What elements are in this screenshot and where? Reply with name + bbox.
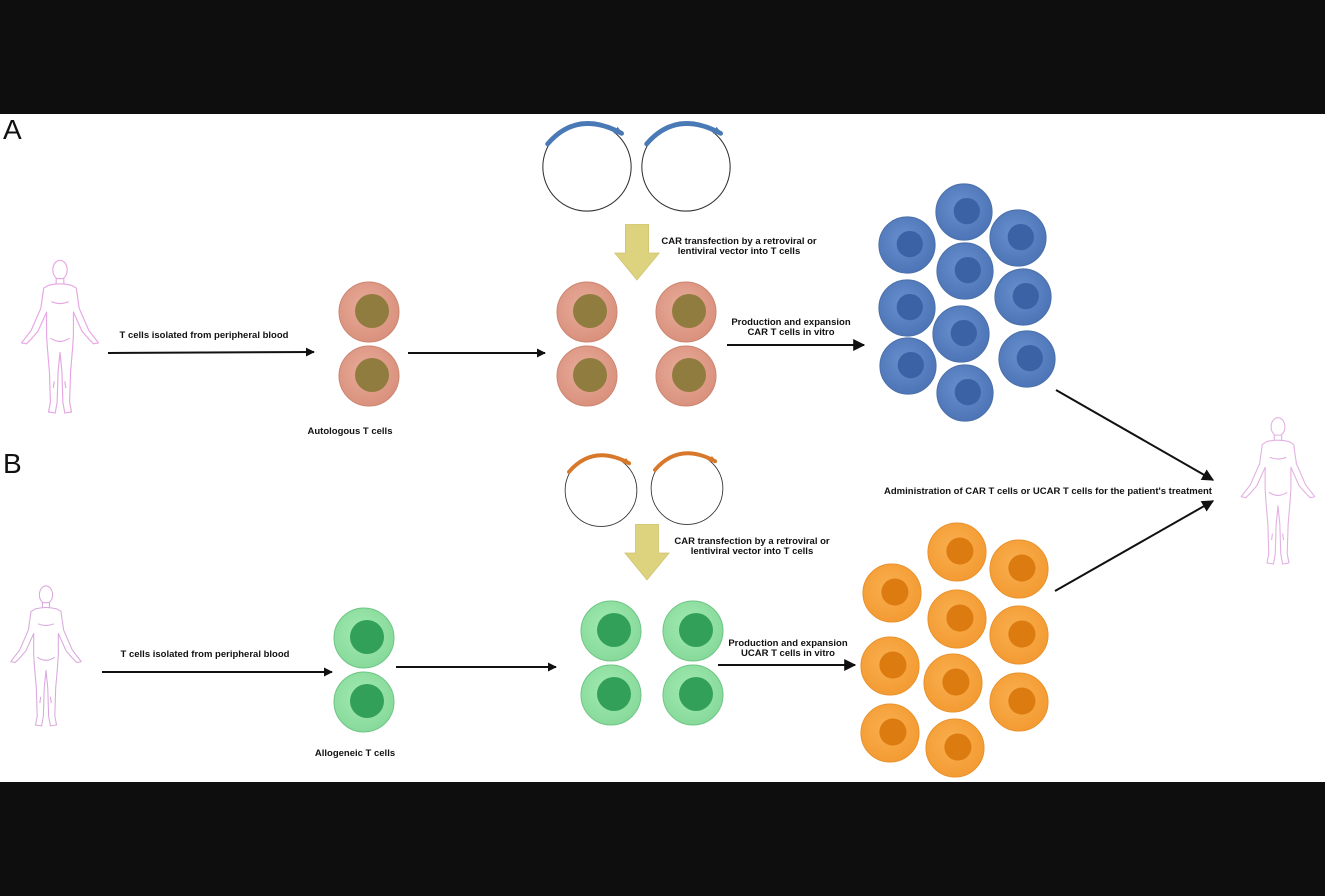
human-body-icon <box>21 259 99 414</box>
allogeneic-label: Allogeneic T cells <box>315 748 395 759</box>
panel-b: B T cells isolated from peripheral blood… <box>3 448 1215 778</box>
cell-icon <box>333 607 395 669</box>
cell-icon <box>927 589 987 649</box>
figure-panel: A T cells isolated from peripheral blood… <box>0 114 1325 782</box>
cell-icon <box>333 671 395 733</box>
plasmid-icon <box>543 123 631 211</box>
cell-icon <box>878 279 936 337</box>
transfection-label-b-2: lentiviral vector into T cells <box>691 546 813 557</box>
down-arrow-icon <box>614 224 660 281</box>
cell-icon <box>860 703 920 763</box>
cell-icon <box>989 605 1049 665</box>
car-t-diagram: A T cells isolated from peripheral blood… <box>3 114 1316 778</box>
autologous-label: Autologous T cells <box>308 426 393 437</box>
transfected-cells-a <box>556 281 717 407</box>
cell-icon <box>662 600 724 662</box>
cell-icon <box>936 364 994 422</box>
cell-icon <box>655 345 717 407</box>
plasmid-icon <box>651 453 723 525</box>
cell-icon <box>936 242 994 300</box>
cell-icon <box>923 653 983 713</box>
cell-icon <box>556 345 618 407</box>
autologous-cell-pair <box>338 281 400 407</box>
plasmid-icon <box>565 455 637 527</box>
cell-icon <box>989 539 1049 599</box>
transfected-cells-b <box>580 600 724 726</box>
cell-icon <box>662 664 724 726</box>
cell-icon <box>878 216 936 274</box>
panel-a: A T cells isolated from peripheral blood… <box>3 114 1215 481</box>
ucar-t-cell-cluster <box>860 522 1049 778</box>
isolation-arrow-a <box>107 347 315 357</box>
administration-arrow-b <box>1054 500 1215 592</box>
cell-icon <box>655 281 717 343</box>
allogeneic-cell-pair <box>333 607 395 733</box>
cell-icon <box>338 345 400 407</box>
administration-arrow-a <box>1055 389 1215 481</box>
cell-icon <box>860 636 920 696</box>
cell-icon <box>989 209 1047 267</box>
panel-letter-a: A <box>3 114 22 145</box>
transfection-label-b-1: CAR transfection by a retroviral or <box>674 536 830 547</box>
panel-letter-b: B <box>3 448 22 479</box>
car-t-cell-cluster <box>878 183 1056 422</box>
plasmids-a <box>543 123 730 211</box>
transfection-label-a-1: CAR transfection by a retroviral or <box>661 236 817 247</box>
plasmid-icon <box>642 123 730 211</box>
cell-icon <box>925 718 985 778</box>
cell-icon <box>989 672 1049 732</box>
cell-icon <box>338 281 400 343</box>
down-arrow-icon <box>624 524 670 581</box>
cell-icon <box>935 183 993 241</box>
human-body-icon <box>1240 417 1316 565</box>
production-label-b-1: Production and expansion <box>728 638 847 649</box>
cell-icon <box>994 268 1052 326</box>
transfection-label-a-2: lentiviral vector into T cells <box>678 246 800 257</box>
human-body-icon <box>10 585 82 727</box>
plasmids-b <box>565 453 723 527</box>
cell-icon <box>556 281 618 343</box>
cell-icon <box>932 305 990 363</box>
isolation-label-b: T cells isolated from peripheral blood <box>121 649 290 660</box>
cell-icon <box>862 563 922 623</box>
isolation-label-a: T cells isolated from peripheral blood <box>120 330 289 341</box>
production-label-b-2: UCAR T cells in vitro <box>741 648 835 659</box>
production-label-a-1: Production and expansion <box>731 317 850 328</box>
cell-icon <box>927 522 987 582</box>
cell-icon <box>580 664 642 726</box>
cell-icon <box>879 337 937 395</box>
cell-icon <box>998 330 1056 388</box>
production-label-a-2: CAR T cells in vitro <box>747 327 834 338</box>
administration-label: Administration of CAR T cells or UCAR T … <box>884 486 1213 497</box>
cell-icon <box>580 600 642 662</box>
